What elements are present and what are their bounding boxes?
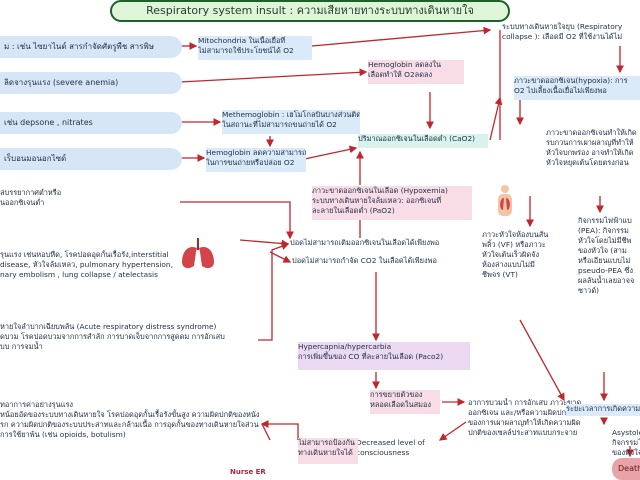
cerebral-vasodilation-box: การขยายตัวของ หลอดเลือดในสมอง (370, 390, 440, 414)
hemoglobin-capacity-box: Hemoglobin ลดความสามารถ ในการขนถ่ายหรือป… (206, 148, 306, 172)
cause-anemia-pill: ลิดจางรุนแรง (severe anemia) (0, 72, 182, 94)
hypoxia-box: ภาวะขาดออกซิเจน(hypoxia): การ O2 ไปเลี้ย… (514, 76, 640, 100)
asystole-box: Asystole กิจกรรมไฟ ของหัวใจ (612, 428, 640, 456)
lungs-icon (182, 238, 214, 269)
brain-edema-box: อาการบวมน้ำ การอักเสบ ภาวะขาด ออกซิเจน แ… (468, 398, 582, 437)
vf-vt-box: ภาวะหัวใจห้องบนสั่น พลิ้ว (VF) หรือภาวะ … (482, 230, 549, 279)
hemoglobin-low-box: Hemoglobin ลดลงใน เลือดทำให้ O2ลดลง (368, 60, 464, 84)
cause-carbon-monoxide-pill: เร็บอนมอนอกไซด์ (0, 148, 182, 170)
cause-ards-text: หายใจลำบากเฉียบพลัน (Acute respiratory d… (0, 322, 225, 351)
cause-poisons-pill: ม : เช่น ไซยาไนด์ สารกำจัดศัตรูพืช สารพิ… (0, 36, 182, 58)
methemoglobin-box: Methemoglobin : เฮโมโกลบินบางส่วนติดอยู่… (222, 110, 360, 134)
time-to-arrest-box: ระยะเวลาการเกิดความ (566, 404, 640, 416)
cause-neuro-text: ทอาการค่าอย่างรุนแรง หน้อยอัดของระบบทางเ… (0, 400, 260, 439)
cannot-oxygenate-box: ปอดไม่สามารถเติมออกซิเจนในเลือดได้เพียงพ… (290, 238, 440, 247)
respiratory-collapse-box: ระบบทางเดินหายใจยุบ (Respiratory collaps… (502, 22, 623, 41)
death-box: Death (612, 458, 640, 480)
cause-lung-disease-text: รุนแรง เช่นหอบหืด, โรคปอดอุดกั้นเรื้อรัง… (0, 250, 173, 279)
cao2-box: ปริมาณออกซิเจนในเลือดต่ำ (CaO2) (358, 134, 488, 148)
diagram-title: Respiratory system insult : ความเสียหายท… (110, 0, 510, 22)
mitochondria-box: Mitochondria ในเนื้อเยื่อที่ ไม่สามารถใช… (198, 36, 312, 60)
cause-low-oxygen-text: ล่บรรยากาศต่ำหรือ นออกซิเจนต่ำ (0, 188, 62, 207)
myocardial-hypoxia-box: ภาวะขาดออกซิเจนทำให้เกิด รบกวนการเผาผลาญ… (546, 128, 637, 167)
nurse-er-badge: Nurse ER (230, 468, 266, 476)
airway-protection-box: ไม่สามารถป้องกัน ทางเดินหายใจได้ (298, 438, 358, 464)
hypoxemia-box: ภาวะขาดออกซิเจนในเลือด (Hypoxemia) ระบบท… (312, 186, 472, 220)
cannot-remove-co2-box: ปอดไม่สามารถกำจัด CO2 ในเลือดได้เพียงพอ (292, 256, 437, 265)
cause-nitrates-pill: เช่น depsone , nitrates (0, 112, 182, 134)
human-lungs-icon (498, 185, 512, 216)
hypercapnia-box: Hypercapnia/hypercarbia การเพิ่มขึ้นของ … (298, 342, 470, 370)
decreased-consciousness-box: Decreased level of consciousness (356, 438, 425, 457)
pea-box: กิจกรรมไฟฟ้าแบ (PEA): กิจกรรม หัวใจโดยไม… (578, 216, 635, 295)
